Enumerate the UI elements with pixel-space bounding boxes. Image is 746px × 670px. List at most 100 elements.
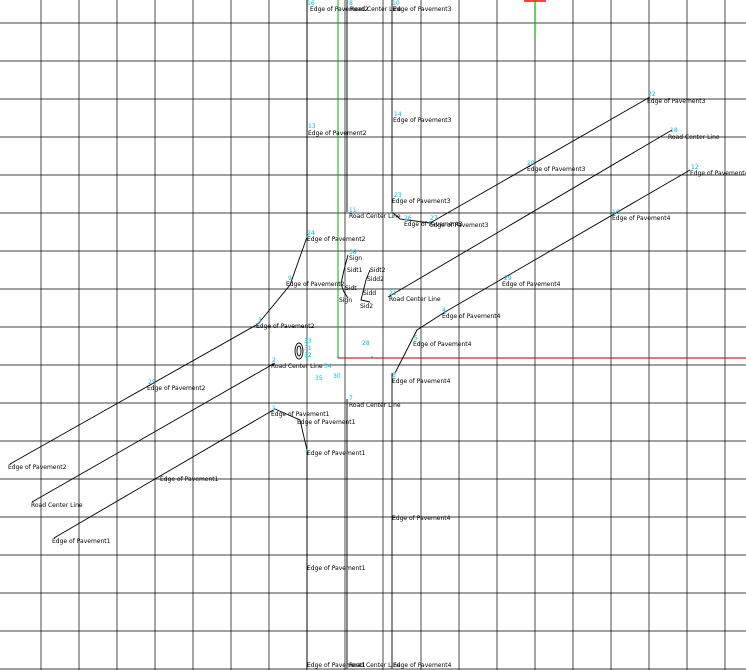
road-linework	[9, 0, 691, 669]
label-rcl-bottom: Road Center Line	[349, 662, 401, 669]
point-number: 27	[430, 215, 438, 222]
point-number: 30	[333, 373, 341, 380]
survey-point-marker	[371, 356, 373, 358]
label-eop2-d: Edge of Pavement2	[256, 323, 315, 330]
label-rcl-f: Road Center Line	[31, 502, 83, 509]
label-eop4-ne: Edge of Pavement4	[690, 170, 746, 177]
survey-point-marker	[429, 222, 431, 224]
edge-of-pavement2-southwest	[9, 323, 259, 465]
point-number: 7	[349, 395, 353, 402]
point-number: 5	[414, 335, 418, 342]
label-eop2-top: Edge of Pavement2	[310, 6, 369, 13]
survey-point-marker	[394, 372, 396, 374]
point-number: 1	[272, 405, 276, 412]
point-number: 12	[691, 164, 699, 171]
label-eop1-f: Edge of Pavement1	[307, 565, 366, 572]
survey-monument-symbol-inner	[296, 345, 302, 357]
label-eop1-a: Edge of Pavement1	[271, 411, 330, 418]
label-eop3-d: Edge of Pavement3	[392, 198, 451, 205]
label-eop4-f: Edge of Pavement4	[392, 378, 451, 385]
label-eop1-d: Edge of Pavement1	[160, 476, 219, 483]
label-eop4-bottom: Edge of Pavement4	[393, 662, 452, 669]
label-eop3-top: Edge of Pavement3	[393, 6, 452, 13]
label-rcl-top: Road Center Line	[350, 6, 402, 13]
sign-post-outline	[340, 254, 349, 299]
label-eop2-a: Edge of Pavement2	[308, 130, 367, 137]
edge-of-pavement1-curve	[274, 408, 308, 451]
label-sidd2: Sidd2	[367, 276, 384, 283]
point-number: 32	[304, 352, 312, 359]
point-numbers: 16 8 10 14 13 22 18 20 12 23 11 16 26 27…	[148, 0, 699, 412]
edge-of-pavement2-curve	[257, 236, 308, 325]
point-number: 34	[324, 363, 332, 370]
label-rcl-e: Road Center Line	[349, 402, 401, 409]
label-eop2-c: Edge of Pavement2	[286, 281, 345, 288]
label-eop2-e: Edge of Pavement2	[147, 385, 206, 392]
survey-point-marker	[444, 311, 446, 313]
survey-point-marker	[306, 236, 308, 238]
survey-monument-symbol	[294, 342, 304, 360]
label-rcl-b: Road Center Line	[349, 213, 401, 220]
point-number: 23	[394, 192, 402, 199]
label-eop4-c: Edge of Pavement4	[502, 281, 561, 288]
point-number: 24	[307, 230, 315, 237]
edge-of-pavement1-southwest	[53, 408, 276, 539]
label-eop1-b: Edge of Pavement1	[297, 419, 356, 426]
edge-of-pavement3-curve	[391, 211, 431, 224]
point-number: 13	[308, 123, 316, 130]
point-number: 20	[527, 160, 535, 167]
label-eop2-f: Edge of Pavement2	[8, 464, 67, 471]
label-rcl-c: Road Center Line	[389, 296, 441, 303]
point-number: 28	[362, 340, 370, 347]
edge-of-pavement4-curve	[394, 311, 446, 374]
point-number: 14	[394, 111, 402, 118]
label-sidt2: Sidt2	[370, 267, 386, 274]
point-number: 25	[148, 379, 156, 386]
label-eop3-a: Edge of Pavement3	[393, 117, 452, 124]
point-number: 18	[670, 127, 678, 134]
label-sid2: Sid2	[360, 303, 373, 310]
label-eop3-f: Edge of Pavement3	[430, 222, 489, 229]
label-eop2-b: Edge of Pavement2	[307, 236, 366, 243]
label-sidt: Sidt	[345, 285, 357, 292]
point-number: 33	[304, 338, 312, 345]
label-rcl-ne: Road Center Line	[668, 134, 720, 141]
point-number: 8	[349, 0, 353, 7]
label-eop3-e: Edge of Pavement3	[404, 221, 463, 228]
edge-of-pavement4-northeast	[444, 169, 691, 313]
label-eop4-g: Edge of Pavement4	[392, 515, 451, 522]
survey-point-marker	[257, 323, 259, 325]
point-number: 4	[442, 307, 446, 314]
feature-labels: Edge of Pavement2 Road Center Line Edge …	[8, 6, 746, 669]
label-eop1-e: Edge of Pavement1	[52, 538, 111, 545]
point-number: 22	[648, 91, 656, 98]
edge-of-pavement3-northeast	[429, 96, 651, 224]
point-number: 38	[349, 249, 357, 256]
point-number: 9	[288, 275, 292, 282]
point-number: 35	[315, 375, 323, 382]
label-eop3-b: Edge of Pavement3	[647, 98, 706, 105]
point-number: 31	[304, 345, 312, 352]
point-number: 6	[392, 372, 396, 379]
point-number: 29	[504, 275, 512, 282]
point-number: 16	[307, 0, 315, 7]
sign-post-outline-2	[360, 269, 371, 303]
road-center-line-northeast	[387, 129, 673, 298]
label-eop4-b: Edge of Pavement4	[612, 215, 671, 222]
ucs-cursor	[524, 0, 546, 38]
survey-point-marker	[306, 449, 308, 451]
label-sidt1: Sidt1	[347, 267, 363, 274]
point-number: 10	[392, 0, 400, 7]
point-number: 3	[258, 317, 262, 324]
point-markers	[257, 211, 446, 451]
label-eop4-e: Edge of Pavement4	[413, 341, 472, 348]
label-eop4-d: Edge of Pavement4	[442, 313, 501, 320]
point-number: 21	[389, 290, 397, 297]
label-sign-a: Sign	[349, 255, 362, 262]
label-eop1-bottom: Edge of Pavement1	[307, 662, 366, 669]
label-eop3-c: Edge of Pavement3	[527, 166, 586, 173]
survey-point-marker	[337, 356, 339, 358]
label-sign-b: Sign	[339, 297, 352, 304]
